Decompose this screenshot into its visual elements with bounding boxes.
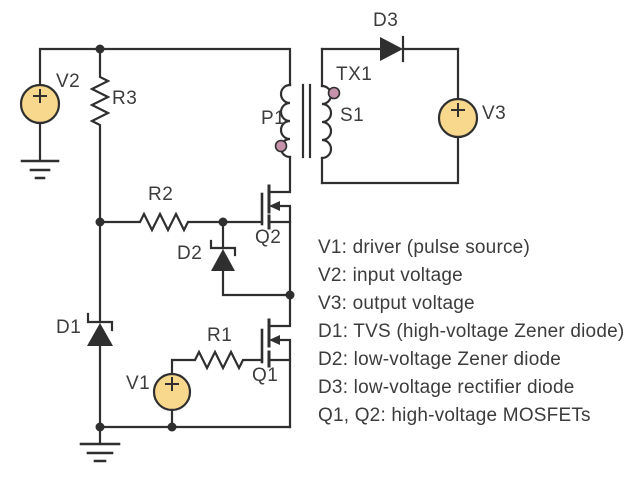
polarity-dot-s1: [327, 86, 341, 100]
mosfet-q1: [260, 293, 292, 429]
mosfet-q2: [260, 155, 292, 297]
diode-d1-tvs: [86, 220, 114, 429]
label-v1: V1: [126, 373, 151, 394]
resistor-r1: [170, 349, 264, 376]
legend-line-d1: D1: TVS (high-voltage Zener diode): [318, 321, 625, 342]
label-tx1: TX1: [336, 64, 373, 85]
polarity-dot-p1: [274, 139, 288, 153]
label-r2: R2: [148, 184, 174, 205]
legend-line-v1: V1: driver (pulse source): [318, 237, 530, 258]
wire-top-rail: [38, 47, 292, 87]
label-d2: D2: [177, 243, 203, 264]
label-d1: D1: [56, 317, 82, 338]
label-q1: Q1: [252, 365, 279, 386]
legend-line-v3: V3: output voltage: [318, 293, 475, 314]
label-r3: R3: [112, 88, 138, 109]
resistor-r2: [98, 211, 264, 233]
label-v3: V3: [482, 103, 507, 124]
transformer-tx1: [274, 47, 341, 185]
legend-line-v2: V2: input voltage: [318, 265, 463, 286]
label-r1: R1: [207, 325, 233, 346]
core-lines: [301, 83, 312, 159]
voltage-source-v1: [152, 372, 192, 429]
voltage-source-v3: [320, 47, 479, 185]
legend-line-d3: D3: low-voltage rectifier diode: [318, 377, 575, 398]
label-p1: P1: [261, 108, 286, 129]
junction-dots: [95, 44, 295, 432]
voltage-source-v2: [19, 83, 61, 125]
label-q2: Q2: [255, 227, 282, 248]
resistor-r3: [89, 47, 111, 224]
legend-line-d2: D2: low-voltage Zener diode: [318, 349, 562, 370]
label-s1: S1: [340, 105, 365, 126]
legend: V1: driver (pulse source) V2: input volt…: [318, 234, 624, 430]
ground-symbol-v2: [20, 121, 60, 180]
winding-s1: [320, 84, 333, 160]
label-v2: V2: [56, 71, 81, 92]
diode-d3-rectifier: [320, 35, 460, 63]
legend-line-q1q2: Q1, Q2: high-voltage MOSFETs: [318, 405, 591, 426]
label-d3: D3: [373, 10, 399, 31]
ground-symbol-main: [79, 425, 121, 463]
